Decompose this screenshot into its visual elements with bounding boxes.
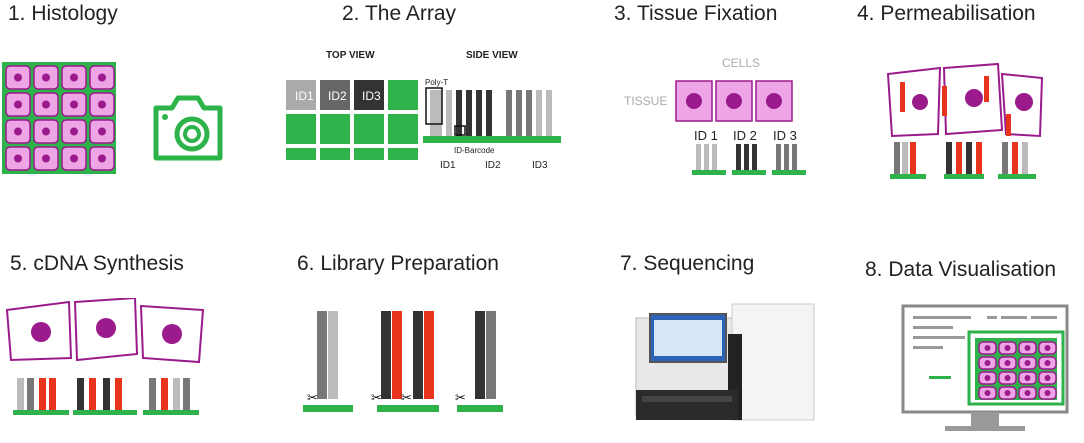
library-prep-panel: ✂ ✂ ✂ ✂: [303, 311, 503, 412]
visualised-tissue: [978, 341, 1057, 400]
perm-probes: [894, 142, 1028, 174]
svg-text:✂: ✂: [401, 391, 412, 406]
side-view-label: SIDE VIEW: [466, 50, 518, 61]
perm-mrna: [900, 76, 1011, 136]
side-view-substrate: [423, 136, 561, 143]
side-view-probes: [430, 90, 552, 136]
monitor-stand: [945, 426, 1025, 431]
step-2-title: 2. The Array: [342, 2, 457, 25]
cdna-probes: [17, 378, 190, 410]
fixation-cells: [675, 80, 793, 122]
tile-id2: [320, 80, 350, 110]
svg-text:✂: ✂: [307, 391, 318, 406]
scissors-icon: ✂ ✂ ✂ ✂: [307, 391, 466, 406]
histology-cells: [5, 65, 115, 171]
fix-id3-label: ID 3: [773, 128, 797, 143]
side-id1-label: ID1: [440, 160, 456, 171]
step-6-title: 6. Library Preparation: [297, 252, 499, 275]
data-visualisation-panel: [901, 304, 1069, 431]
step-3-title: 3. Tissue Fixation: [614, 2, 778, 25]
histology-panel: [2, 62, 223, 174]
step-1-title: 1. Histology: [8, 2, 118, 25]
library-strands: [317, 311, 496, 399]
tile-id1: [286, 80, 316, 110]
tile-id2-label: ID2: [328, 89, 347, 103]
step-4-title: 4. Permeabilisation: [857, 2, 1036, 25]
step-7-title: 7. Sequencing: [620, 252, 755, 275]
permeabilisation-panel: [886, 62, 1044, 179]
text-lines: [913, 316, 1057, 349]
svg-text:✂: ✂: [371, 391, 382, 406]
perm-cells: [886, 62, 1044, 138]
top-view-label: TOP VIEW: [326, 50, 375, 61]
array-panel: TOP VIEW SIDE VIEW Poly-T ID-Barcode ID1…: [280, 38, 580, 178]
poly-t-highlight: [425, 87, 443, 125]
side-id3-label: ID3: [532, 160, 548, 171]
step-8-title: 8. Data Visualisation: [865, 258, 1057, 281]
tile-id3: [354, 80, 384, 110]
tile-id1-label: ID1: [295, 89, 314, 103]
fixation-panel: CELLS TISSUE ID 1 ID 2 ID 3: [620, 48, 830, 183]
barcode-label: ID-Barcode: [454, 146, 495, 155]
side-id2-label: ID2: [485, 160, 501, 171]
fixation-probes: [696, 144, 797, 170]
cdna-synthesis-panel: [5, 298, 205, 415]
fix-id2-label: ID 2: [733, 128, 757, 143]
svg-text:✂: ✂: [455, 391, 466, 406]
barcode-highlight: [454, 125, 466, 136]
step-5-title: 5. cDNA Synthesis: [10, 252, 184, 275]
poly-t-label: Poly-T: [425, 78, 449, 87]
fix-id1-label: ID 1: [694, 128, 718, 143]
sequencer-image: [635, 303, 815, 421]
cells-label: CELLS: [722, 56, 761, 70]
tile-id3-label: ID3: [362, 89, 381, 103]
camera-icon: [153, 95, 223, 161]
tissue-label: TISSUE: [624, 94, 668, 108]
array-graphic: [286, 80, 561, 160]
cdna-cells: [5, 298, 205, 364]
